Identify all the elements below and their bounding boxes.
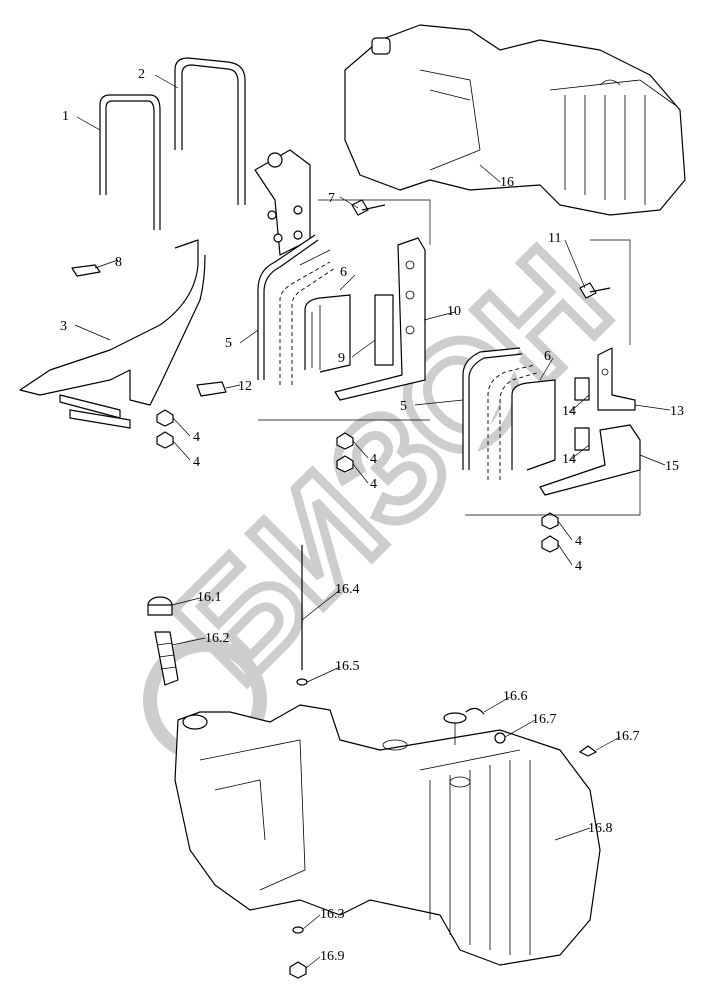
callout-4: 4: [575, 534, 582, 549]
leader-lines: [74, 74, 671, 969]
mount-bracket: [254, 149, 311, 256]
cap-16-1: [147, 596, 173, 616]
pad-14-top: [574, 377, 590, 401]
support-bracket-3: [19, 239, 206, 429]
callout-16-2: 16.2: [205, 631, 230, 646]
callout-labels: 1 2 3 4 4 4 4 4 4 5 5 6 6 7 8 9 10 11 12…: [60, 67, 684, 964]
callout-5: 5: [400, 399, 407, 414]
pad-9: [374, 294, 394, 366]
bracket-15: [539, 424, 641, 496]
callout-16-7: 16.7: [532, 712, 557, 727]
callout-6: 6: [340, 265, 347, 280]
callout-16-1: 16.1: [197, 590, 222, 605]
callout-6: 6: [544, 349, 551, 364]
callout-2: 2: [138, 67, 145, 82]
callout-12: 12: [238, 379, 252, 394]
callout-4: 4: [370, 452, 377, 467]
pad-8: [71, 264, 101, 277]
callout-10: 10: [447, 304, 461, 319]
callout-16-3: 16.3: [320, 907, 345, 922]
strap-1: [99, 94, 161, 230]
filler-neck-16-2: [154, 631, 179, 686]
nuts-right: [541, 512, 559, 553]
callout-4: 4: [193, 430, 200, 445]
callout-16-4: 16.4: [335, 582, 360, 597]
callout-4: 4: [575, 559, 582, 574]
callout-14: 14: [562, 452, 576, 467]
callout-16-6: 16.6: [503, 689, 528, 704]
callout-16-8: 16.8: [588, 821, 613, 836]
nut-16-9: [289, 961, 307, 979]
nuts-left: [156, 409, 174, 449]
pad-14-bottom: [574, 427, 590, 451]
clip-16-7a: [494, 732, 506, 744]
callout-13: 13: [670, 404, 684, 419]
bracket-10: [334, 237, 426, 401]
fuel-tank-16-8: [174, 704, 601, 966]
pad-6-right: [511, 379, 556, 471]
callout-7: 7: [328, 191, 335, 206]
callout-16-7: 16.7: [615, 729, 640, 744]
bolt-11: [579, 282, 611, 299]
callout-11: 11: [548, 231, 561, 246]
callout-15: 15: [665, 459, 679, 474]
callout-14: 14: [562, 404, 576, 419]
callout-5: 5: [225, 336, 232, 351]
callout-16-9: 16.9: [320, 949, 345, 964]
callout-1: 1: [62, 109, 69, 124]
pad-6-left: [304, 294, 351, 373]
washer-16-3: [292, 926, 304, 934]
sender-16-6: [443, 707, 485, 745]
pad-12: [196, 381, 227, 397]
strap-5-left: [257, 234, 336, 385]
callout-3: 3: [60, 319, 67, 334]
fuel-tank-assembled: [344, 24, 686, 216]
strap-2: [174, 57, 246, 205]
seal-16-5: [296, 678, 308, 686]
nuts-middle: [336, 432, 354, 473]
callout-16-5: 16.5: [335, 659, 360, 674]
callout-9: 9: [338, 351, 345, 366]
callout-16: 16: [500, 175, 514, 190]
clip-16-7b: [579, 745, 597, 757]
strap-5-right: [462, 347, 541, 480]
callout-4: 4: [193, 455, 200, 470]
bracket-13: [597, 347, 636, 411]
callout-4: 4: [370, 477, 377, 492]
bolt-7: [351, 199, 386, 216]
callout-8: 8: [115, 255, 122, 270]
